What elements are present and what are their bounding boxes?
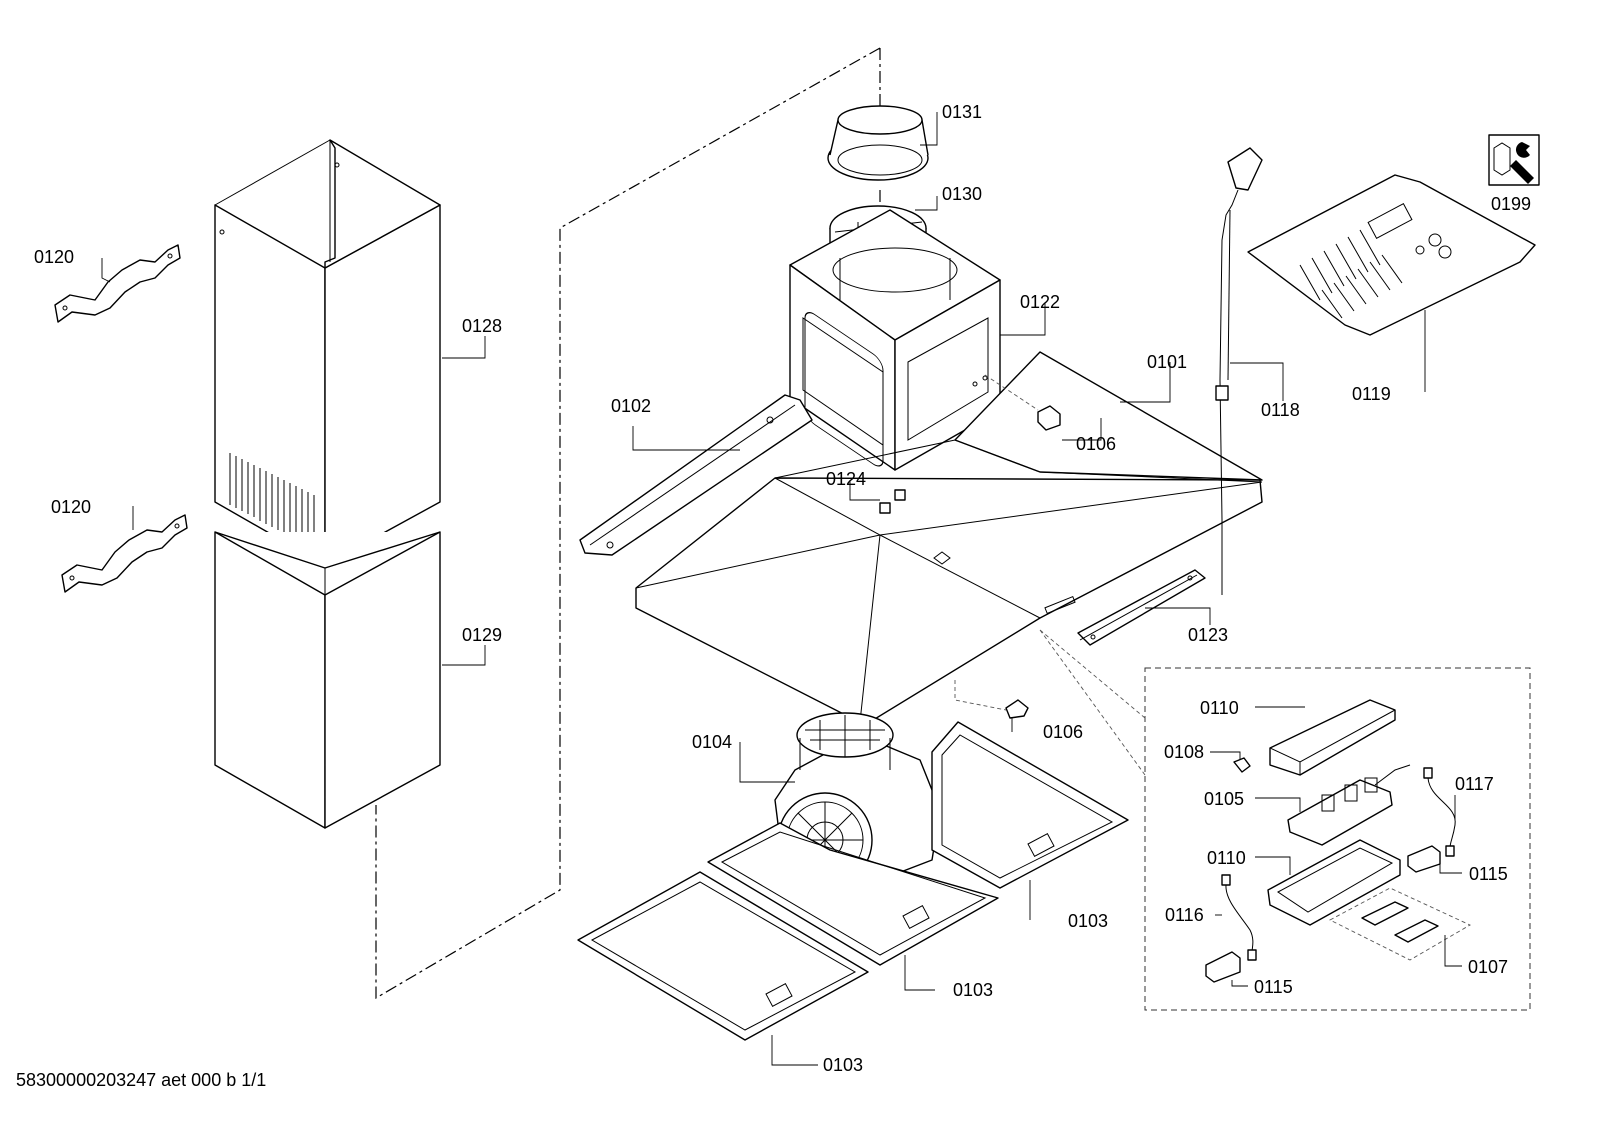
grease-filter-middle	[707, 822, 999, 966]
control-cover-upper	[1269, 699, 1396, 776]
hood-canopy	[635, 351, 1263, 726]
small-clip-upper	[984, 374, 1061, 431]
label-0120-upper: 0120	[34, 247, 74, 267]
accessory-bag	[1247, 174, 1536, 336]
label-0130: 0130	[942, 184, 982, 204]
control-cover-lower	[1267, 839, 1401, 926]
power-cord	[1215, 147, 1263, 595]
label-0116: 0116	[1165, 905, 1204, 925]
upper-chimney-cover	[214, 139, 441, 566]
label-0103-right: 0103	[1068, 911, 1108, 931]
small-clip-lower	[954, 680, 1029, 719]
motor-housing-box	[789, 209, 1001, 471]
label-0106-upper: 0106	[1076, 434, 1116, 454]
small-spring-clip	[1233, 757, 1251, 773]
connection-cable-left	[1221, 874, 1257, 961]
label-0129: 0129	[462, 625, 502, 645]
clip-parts	[879, 489, 906, 514]
label-0117: 0117	[1455, 774, 1494, 794]
wall-bracket-lower	[61, 514, 188, 593]
grease-filter-right	[931, 721, 1129, 889]
label-0101: 0101	[1147, 352, 1187, 372]
label-0131: 0131	[942, 102, 982, 122]
label-0108: 0108	[1164, 742, 1204, 762]
wall-bracket-upper	[54, 244, 181, 323]
push-button-set	[1329, 887, 1471, 961]
electronics-detail-box	[1039, 629, 1531, 1011]
service-wrench-icon	[1488, 134, 1540, 186]
part-labels: 0131 0130 0122 0101 0102 0106 0124 0123 …	[34, 102, 1531, 1075]
label-0122: 0122	[1020, 292, 1060, 312]
mounting-rail	[1077, 569, 1206, 646]
label-0120-lower: 0120	[51, 497, 91, 517]
label-0107: 0107	[1468, 957, 1508, 977]
label-0199: 0199	[1491, 194, 1531, 214]
label-0104: 0104	[692, 732, 732, 752]
label-0118: 0118	[1261, 400, 1300, 420]
connection-cable-right	[1423, 767, 1456, 857]
label-0115-right: 0115	[1469, 864, 1508, 884]
label-0123: 0123	[1188, 625, 1228, 645]
label-0102: 0102	[611, 396, 651, 416]
label-0110-lower: 0110	[1207, 848, 1246, 868]
label-0110-upper: 0110	[1200, 698, 1239, 718]
grease-filter-left	[577, 871, 869, 1041]
duct-adapter-ring	[827, 105, 929, 181]
switch-block-left	[1205, 951, 1241, 983]
label-0105: 0105	[1204, 789, 1244, 809]
switch-block-right	[1407, 845, 1441, 873]
ventilation-slots	[229, 453, 315, 548]
electronic-module-board	[1287, 764, 1411, 846]
label-0103-middle: 0103	[953, 980, 993, 1000]
document-reference: 58300000203247 aet 000 b 1/1	[16, 1070, 266, 1090]
label-0115-left: 0115	[1254, 977, 1293, 997]
leader-lines	[101, 112, 1462, 1066]
label-0103-left: 0103	[823, 1055, 863, 1075]
label-0124: 0124	[826, 469, 866, 489]
label-0128: 0128	[462, 316, 502, 336]
lower-chimney-cover	[214, 531, 441, 829]
label-0119: 0119	[1352, 384, 1391, 404]
label-0106-lower: 0106	[1043, 722, 1083, 742]
side-trim-rail	[579, 394, 813, 556]
